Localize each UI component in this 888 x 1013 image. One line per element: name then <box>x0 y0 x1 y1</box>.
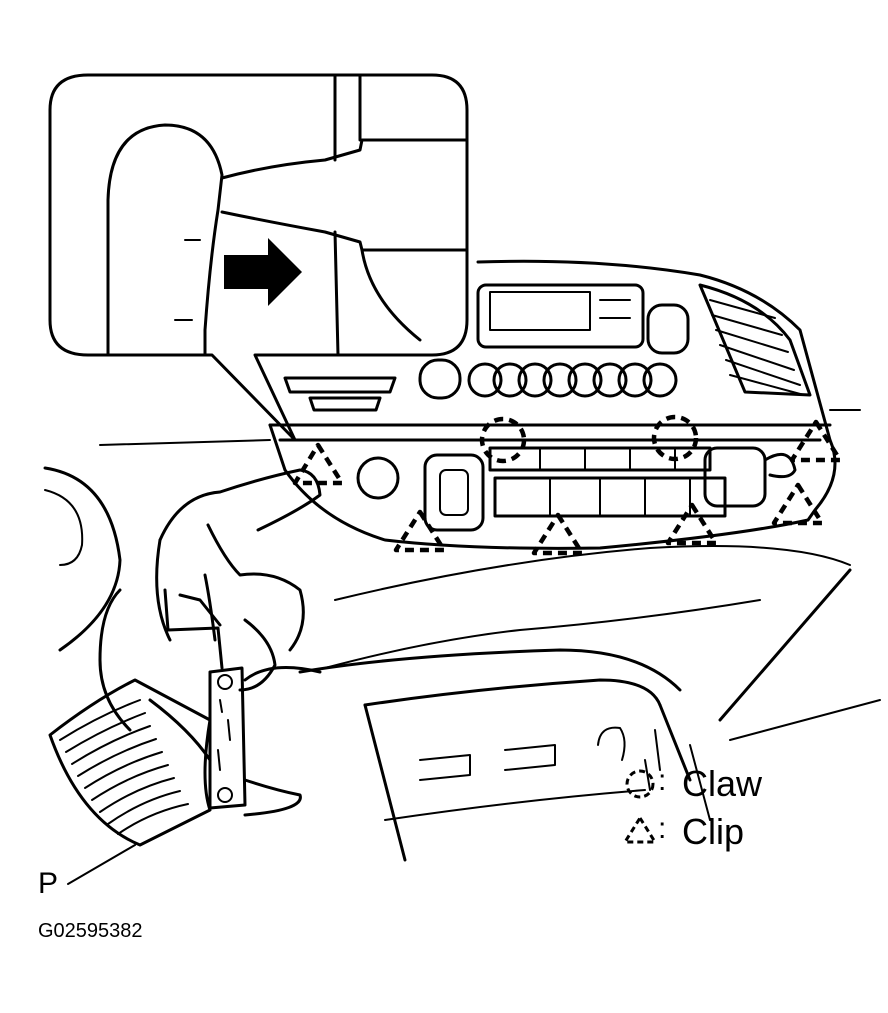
thumb-outline <box>106 123 224 357</box>
legend-clip-label: Clip <box>682 811 744 852</box>
legend-claw-separator: : <box>658 764 666 797</box>
clip-legend-icon <box>622 815 658 844</box>
clip-marker <box>531 512 585 556</box>
claw-markers <box>479 414 699 464</box>
figure-code: G02595382 <box>38 920 143 942</box>
inset-frame <box>48 73 469 442</box>
center-cluster-panel <box>268 259 837 550</box>
clip-marker <box>789 419 843 463</box>
remover-tool <box>48 588 322 847</box>
clip-marker <box>393 509 447 553</box>
legend-clip-separator: : <box>658 812 666 845</box>
claw-legend-icon <box>625 769 655 799</box>
clip-marker <box>292 442 345 486</box>
legend-claw: : Claw <box>625 763 763 804</box>
knob <box>356 456 400 500</box>
part-callout: P <box>38 844 136 900</box>
legend: : Claw : Clip <box>622 763 763 852</box>
clip-markers <box>292 419 843 556</box>
claw-marker-left <box>479 416 527 464</box>
pull-direction-arrow-icon <box>224 238 302 306</box>
legend-clip: : Clip <box>622 811 744 852</box>
claw-marker-right <box>651 414 699 462</box>
steering-wheel <box>43 466 122 652</box>
clip-marker <box>771 482 825 526</box>
claw-tab <box>220 138 469 180</box>
leader-line <box>67 844 136 885</box>
lower-dashboard <box>298 545 881 862</box>
legend-claw-label: Claw <box>682 763 763 804</box>
detail-inset <box>48 73 469 442</box>
part-label: P <box>38 867 58 900</box>
clip-marker <box>665 502 719 546</box>
air-vent <box>698 283 812 397</box>
button-row <box>418 303 690 400</box>
left-switch <box>423 453 485 532</box>
dashboard-line <box>99 439 271 446</box>
